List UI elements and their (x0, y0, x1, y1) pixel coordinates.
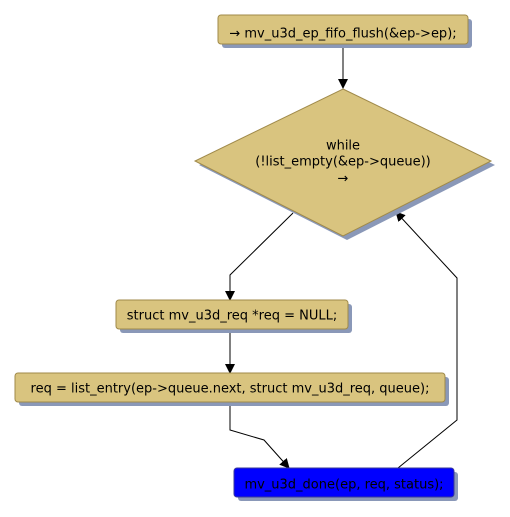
node-u3d-done[interactable]: mv_u3d_done(ep, req, status); (233, 467, 458, 501)
node-fifo-flush-label: → mv_u3d_ep_fifo_flush(&ep->ep); (229, 27, 456, 42)
edge-done-to-loop (395, 211, 458, 469)
node-while-loop[interactable]: while (!list_empty(&ep->queue)) → (193, 88, 495, 240)
node-while-loop-line3: → (338, 172, 349, 187)
edge-loop-to-decl (225, 212, 294, 301)
edges (225, 46, 458, 469)
node-while-loop-line1: while (326, 139, 360, 154)
node-req-declaration-label: struct mv_u3d_req *req = NULL; (127, 309, 337, 324)
node-u3d-done-label: mv_u3d_done(ep, req, status); (244, 478, 443, 493)
node-fifo-flush[interactable]: → mv_u3d_ep_fifo_flush(&ep->ep); (217, 14, 472, 48)
node-req-declaration[interactable]: struct mv_u3d_req *req = NULL; (115, 299, 352, 333)
node-list-entry[interactable]: req = list_entry(ep->queue.next, struct … (14, 372, 449, 406)
node-while-loop-line2: (!list_empty(&ep->queue)) (255, 155, 431, 170)
edge-entry-to-done (229, 404, 290, 469)
node-list-entry-label: req = list_entry(ep->queue.next, struct … (31, 382, 430, 397)
